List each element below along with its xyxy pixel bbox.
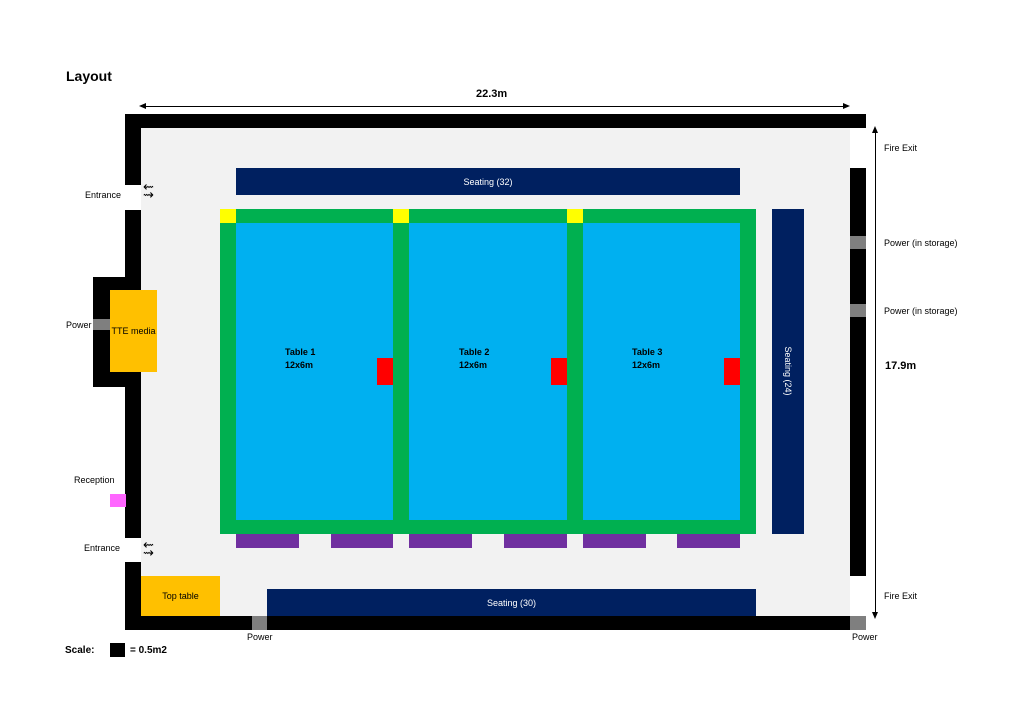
wall-top	[125, 114, 866, 128]
seating-right-label: Seating (24)	[783, 346, 793, 396]
power-label: Power	[66, 320, 92, 330]
arrow-left-icon	[139, 103, 146, 109]
page-title: Layout	[66, 68, 112, 84]
power-storage-label: Power (in storage)	[884, 238, 958, 248]
height-label: 17.9m	[885, 360, 917, 372]
marker-yellow	[393, 209, 409, 223]
bench	[583, 534, 646, 548]
wall-left	[125, 562, 141, 630]
bench	[236, 534, 299, 548]
entrance-label: Entrance	[84, 543, 121, 553]
fire-exit-gap	[850, 576, 866, 616]
table-label: Table 3 12x6m	[632, 346, 662, 372]
height-dimension-line	[875, 130, 876, 616]
entrance-arrows-icon: ⇜⇝	[143, 537, 154, 560]
wall-bottom	[125, 616, 866, 630]
fire-exit-label: Fire Exit	[884, 143, 918, 153]
table-3	[583, 223, 740, 520]
scale-value: = 0.5m2	[130, 645, 167, 656]
entrance-label: Entrance	[85, 190, 122, 200]
seating-bottom: Seating (30)	[267, 589, 756, 616]
bench	[504, 534, 567, 548]
width-dimension-line	[142, 106, 848, 107]
bench	[409, 534, 472, 548]
entrance-arrows-icon: ⇜⇝	[143, 179, 154, 202]
table-1	[236, 223, 393, 520]
power-outlet	[850, 304, 866, 317]
table-name: Table 1	[285, 347, 316, 357]
width-label: 22.3m	[476, 88, 508, 100]
seating-right	[772, 209, 804, 534]
table-label: Table 1 12x6m	[285, 346, 315, 372]
table-size: 12x6m	[285, 360, 314, 370]
tte-media: TTE media	[110, 290, 157, 372]
table-2	[409, 223, 567, 520]
fire-exit-gap	[850, 128, 866, 168]
marker-red	[551, 358, 567, 385]
power-outlet	[850, 616, 866, 630]
arrow-up-icon	[872, 126, 878, 133]
power-outlet	[93, 319, 110, 330]
reception-label: Reception	[74, 475, 115, 485]
power-label: Power	[247, 632, 273, 642]
power-outlet	[850, 236, 866, 249]
power-storage-label: Power (in storage)	[884, 306, 958, 316]
table-size: 12x6m	[459, 360, 488, 370]
scale-swatch	[110, 643, 125, 657]
power-outlet	[252, 616, 267, 630]
bench	[331, 534, 393, 548]
power-label: Power	[852, 632, 878, 642]
marker-yellow	[220, 209, 236, 223]
scale-label: Scale:	[65, 645, 95, 656]
seating-top: Seating (32)	[236, 168, 740, 195]
table-name: Table 3	[632, 347, 663, 357]
table-name: Table 2	[459, 347, 490, 357]
top-table: Top table	[141, 576, 220, 616]
arrow-right-icon	[843, 103, 850, 109]
wall-left	[125, 114, 141, 185]
marker-yellow	[567, 209, 583, 223]
fire-exit-label: Fire Exit	[884, 591, 918, 601]
arrow-down-icon	[872, 612, 878, 619]
marker-red	[377, 358, 393, 385]
wall-right	[850, 168, 866, 576]
table-size: 12x6m	[632, 360, 661, 370]
table-label: Table 2 12x6m	[459, 346, 489, 372]
reception-desk	[110, 494, 126, 507]
marker-red	[724, 358, 740, 385]
bench	[677, 534, 740, 548]
